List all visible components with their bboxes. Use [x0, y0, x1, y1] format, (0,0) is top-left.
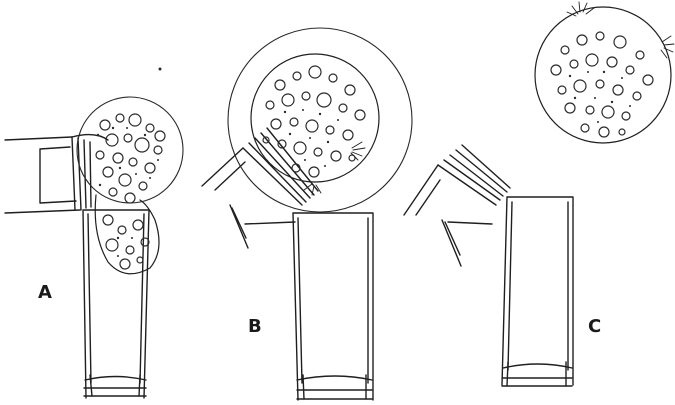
panel-b: B: [202, 28, 412, 400]
panel-c-free-sphere: [535, 2, 674, 143]
panel-c-label: C: [588, 316, 601, 337]
panel-a-lower-cell: [83, 210, 149, 398]
panel-b-label: B: [248, 316, 262, 337]
panel-a-label: A: [38, 282, 52, 303]
panel-a-upper-cell: [5, 135, 108, 213]
panel-c-lower-cell: [502, 197, 573, 386]
panel-b-upper-cell: [202, 128, 318, 248]
stray-dot: [159, 68, 162, 71]
panel-a-sphere: [77, 97, 183, 274]
panel-a: A: [5, 97, 183, 398]
panel-c-upper-cell: [404, 145, 510, 266]
panel-c: C: [404, 2, 674, 386]
panel-b-vesicle: [228, 28, 412, 212]
panel-b-lower-cell: [293, 213, 373, 400]
